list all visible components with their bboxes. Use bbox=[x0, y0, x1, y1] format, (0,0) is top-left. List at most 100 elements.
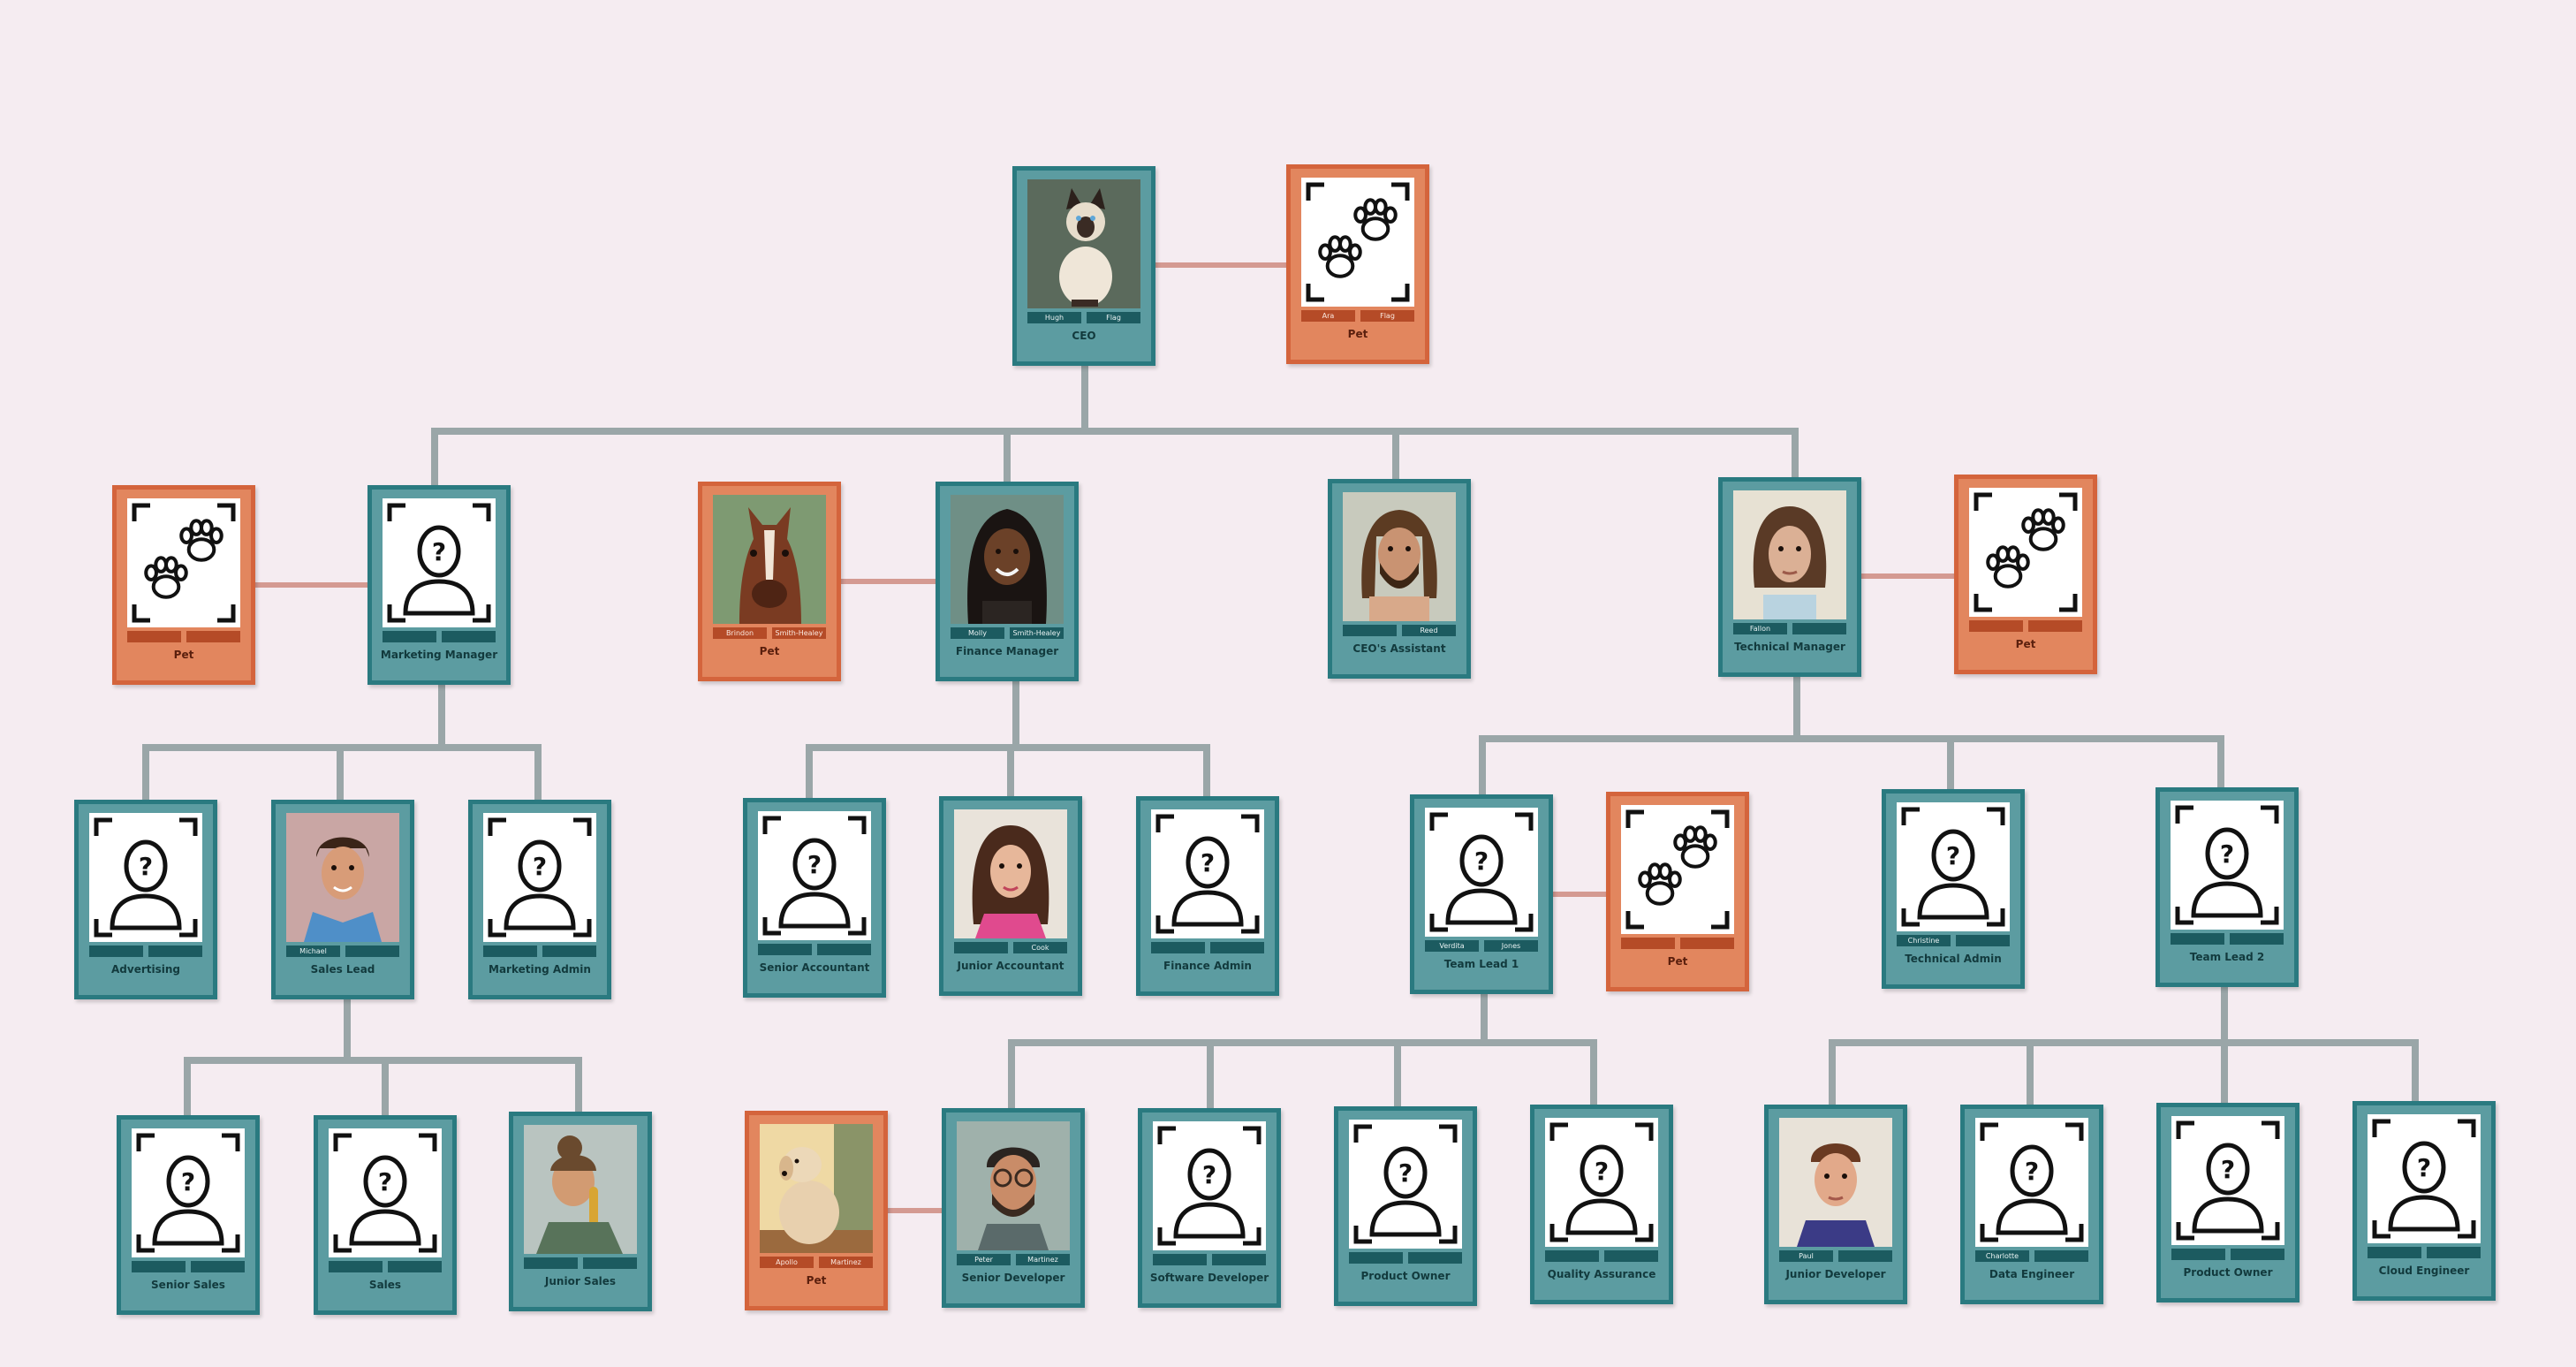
unknown-person-icon: ? bbox=[1897, 802, 2010, 931]
paw-prints-icon bbox=[1969, 488, 2082, 617]
bearded-man-portrait-icon bbox=[1343, 492, 1456, 621]
card-product-owner-2[interactable]: ? Product Owner bbox=[2156, 1103, 2299, 1302]
role-label: Junior Sales bbox=[544, 1275, 617, 1287]
last-name bbox=[1792, 623, 1846, 634]
role-label: Finance Manager bbox=[955, 645, 1059, 657]
unknown-person-icon: ? bbox=[2171, 1116, 2284, 1245]
card-marketing-pet[interactable]: Pet bbox=[112, 485, 255, 685]
card-sales[interactable]: ? Sales bbox=[314, 1115, 457, 1315]
first-name bbox=[2368, 1247, 2421, 1258]
card-junior-sales[interactable]: Junior Sales bbox=[509, 1112, 652, 1311]
card-data-engineer[interactable]: ? Charlotte Data Engineer bbox=[1960, 1105, 2103, 1304]
role-label: Software Developer bbox=[1149, 1272, 1269, 1284]
card-sales-lead[interactable]: Michael Sales Lead bbox=[271, 800, 414, 999]
last-name bbox=[2231, 1249, 2284, 1260]
first-name bbox=[2171, 933, 2224, 945]
unknown-person-icon: ? bbox=[383, 498, 496, 627]
last-name: Martinez bbox=[819, 1257, 873, 1268]
card-ceos-assistant[interactable]: Reed CEO's Assistant bbox=[1328, 479, 1471, 679]
card-advertising[interactable]: ? Advertising bbox=[74, 800, 217, 999]
first-name bbox=[1151, 942, 1205, 953]
role-label: Pet bbox=[2015, 638, 2036, 650]
first-name: Brindon bbox=[713, 627, 767, 639]
card-team-lead-2[interactable]: ? Team Lead 2 bbox=[2156, 787, 2299, 987]
card-technical-pet[interactable]: Pet bbox=[1954, 475, 2097, 674]
last-name bbox=[2028, 620, 2082, 632]
unknown-person-icon: ? bbox=[2171, 801, 2284, 930]
card-technical-manager[interactable]: Fallon Technical Manager bbox=[1718, 477, 1861, 677]
role-label: Technical Admin bbox=[1905, 953, 2002, 965]
card-marketing-admin[interactable]: ? Marketing Admin bbox=[468, 800, 611, 999]
role-label: Pet bbox=[173, 649, 194, 661]
unknown-person-icon: ? bbox=[483, 813, 596, 942]
role-label: Senior Sales bbox=[151, 1279, 225, 1291]
last-name: Smith-Healey bbox=[1010, 627, 1064, 639]
svg-text:?: ? bbox=[2220, 839, 2234, 869]
role-label: Senior Accountant bbox=[759, 961, 870, 974]
first-name: Fallon bbox=[1733, 623, 1787, 634]
first-name: Ara bbox=[1301, 310, 1355, 322]
card-product-owner-1[interactable]: ? Product Owner bbox=[1334, 1106, 1477, 1306]
dog-portrait-icon bbox=[760, 1124, 873, 1253]
last-name: Cook bbox=[1013, 942, 1067, 953]
unknown-person-icon: ? bbox=[1153, 1121, 1266, 1250]
role-label: Pet bbox=[1347, 328, 1368, 340]
card-senior-accountant[interactable]: ? Senior Accountant bbox=[743, 798, 886, 998]
card-software-developer[interactable]: ? Software Developer bbox=[1138, 1108, 1281, 1308]
card-finance-admin[interactable]: ? Finance Admin bbox=[1136, 796, 1279, 996]
first-name bbox=[1969, 620, 2023, 632]
card-junior-developer[interactable]: Paul Junior Developer bbox=[1764, 1105, 1907, 1304]
card-team-lead-1-pet[interactable]: Pet bbox=[1606, 792, 1749, 991]
card-cloud-engineer[interactable]: ? Cloud Engineer bbox=[2352, 1101, 2496, 1301]
card-senior-sales[interactable]: ? Senior Sales bbox=[117, 1115, 260, 1315]
role-label: Senior Developer bbox=[961, 1272, 1065, 1284]
role-label: Cloud Engineer bbox=[2378, 1264, 2470, 1277]
role-label: CEO's Assistant bbox=[1352, 642, 1446, 655]
first-name bbox=[1343, 625, 1397, 636]
first-name bbox=[483, 946, 537, 957]
paw-prints-icon bbox=[127, 498, 240, 627]
svg-text:?: ? bbox=[181, 1167, 195, 1196]
last-name bbox=[542, 946, 596, 957]
last-name bbox=[583, 1257, 637, 1269]
first-name: Verdita bbox=[1425, 940, 1479, 952]
last-name: Flag bbox=[1360, 310, 1414, 322]
card-marketing-manager[interactable]: ? Marketing Manager bbox=[367, 485, 511, 685]
last-name bbox=[1408, 1252, 1462, 1264]
first-name bbox=[89, 946, 143, 957]
card-ceo-pet[interactable]: Ara Flag Pet bbox=[1286, 164, 1429, 364]
card-quality-assurance[interactable]: ? Quality Assurance bbox=[1530, 1105, 1673, 1304]
woman-pink-top-portrait-icon bbox=[954, 809, 1067, 938]
first-name: Hugh bbox=[1027, 312, 1081, 323]
man-blue-jacket-portrait-icon bbox=[286, 813, 399, 942]
role-label: Finance Admin bbox=[1163, 960, 1252, 972]
svg-text:?: ? bbox=[1202, 1160, 1216, 1189]
first-name: Christine bbox=[1897, 935, 1951, 946]
card-technical-admin[interactable]: ? Christine Technical Admin bbox=[1882, 789, 2025, 989]
last-name bbox=[388, 1261, 442, 1272]
card-junior-accountant[interactable]: Cook Junior Accountant bbox=[939, 796, 1082, 996]
svg-text:?: ? bbox=[2025, 1157, 2039, 1186]
unknown-person-icon: ? bbox=[329, 1128, 442, 1257]
first-name bbox=[1621, 938, 1675, 949]
last-name bbox=[1604, 1250, 1658, 1262]
first-name: Charlotte bbox=[1975, 1250, 2029, 1262]
first-name bbox=[758, 944, 812, 955]
last-name bbox=[345, 946, 399, 957]
svg-text:?: ? bbox=[378, 1167, 392, 1196]
first-name bbox=[2171, 1249, 2225, 1260]
role-label: Junior Developer bbox=[1785, 1268, 1886, 1280]
svg-text:?: ? bbox=[1398, 1158, 1413, 1188]
svg-text:?: ? bbox=[1946, 841, 1960, 870]
last-name bbox=[1212, 1254, 1266, 1265]
unknown-person-icon: ? bbox=[1975, 1118, 2088, 1247]
role-label: Sales Lead bbox=[310, 963, 375, 976]
role-label: Marketing Admin bbox=[489, 963, 591, 976]
